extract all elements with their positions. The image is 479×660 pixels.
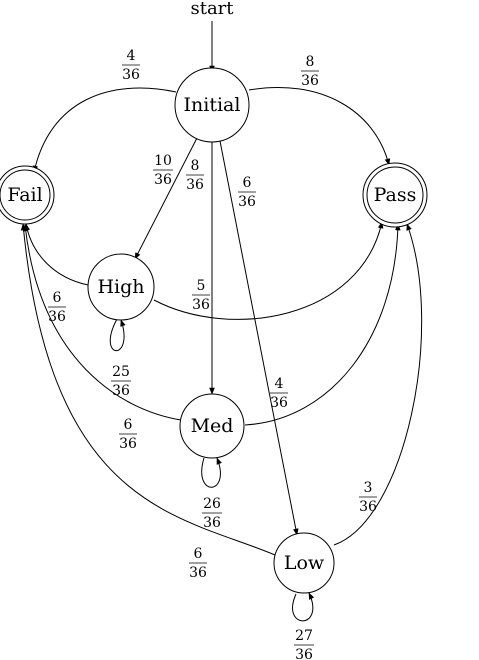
edge-low-pass: [333, 223, 423, 546]
prob-high-loop-den: 36: [112, 383, 130, 399]
edge-initial-pass: [248, 86, 391, 166]
prob-initial-low-den: 36: [238, 194, 256, 210]
start-arrow: start: [190, 0, 234, 73]
node-pass-inner-circle: [366, 166, 424, 224]
prob-med-pass-den: 36: [270, 395, 288, 411]
node-med: Med: [179, 393, 245, 459]
prob-low-loop-den: 36: [295, 647, 313, 660]
prob-low-pass: 3 36: [359, 480, 377, 515]
node-low-circle: [273, 532, 335, 594]
node-med-circle: [179, 393, 245, 459]
node-initial-label: Initial: [184, 94, 241, 116]
node-fail-inner-circle: [0, 169, 51, 221]
prob-low-loop-num: 27: [295, 628, 313, 644]
edges: [20, 86, 423, 622]
prob-initial-pass: 8 36: [301, 54, 319, 89]
edge-high-loop: [109, 318, 126, 352]
prob-initial-low: 6 36: [238, 175, 256, 210]
edge-high-pass: [153, 221, 384, 320]
prob-med-loop: 26 36: [202, 496, 222, 531]
prob-initial-fail-den: 36: [122, 67, 140, 83]
prob-initial-high-den: 36: [154, 172, 172, 188]
node-initial-circle: [174, 67, 250, 143]
prob-initial-high: 10 36: [153, 153, 173, 188]
prob-low-pass-num: 3: [364, 480, 373, 496]
probability-labels: 4 36 8 36 10 36 8 36 6 36 5 36: [48, 48, 377, 660]
node-high-label: High: [97, 276, 144, 298]
prob-initial-low-num: 6: [243, 175, 252, 191]
node-initial: Initial: [174, 67, 250, 143]
prob-high-pass-num: 5: [197, 278, 206, 294]
prob-high-loop: 25 36: [111, 364, 131, 399]
node-fail-label: Fail: [7, 184, 42, 206]
node-high: High: [87, 253, 155, 321]
prob-initial-high-num: 10: [154, 153, 172, 169]
start-label: start: [190, 0, 234, 19]
prob-initial-fail-num: 4: [127, 48, 136, 64]
prob-high-pass: 5 36: [192, 278, 210, 313]
prob-low-pass-den: 36: [359, 499, 377, 515]
prob-med-fail: 6 36: [119, 417, 137, 452]
prob-high-fail-den: 36: [48, 309, 66, 325]
prob-initial-med: 8 36: [186, 158, 204, 193]
prob-high-fail-num: 6: [53, 290, 62, 306]
prob-high-loop-num: 25: [112, 364, 130, 380]
edge-initial-fail: [32, 87, 177, 173]
prob-low-loop: 27 36: [294, 628, 314, 660]
prob-initial-fail: 4 36: [122, 48, 140, 83]
node-fail: Fail: [0, 165, 55, 225]
prob-med-loop-num: 26: [203, 496, 221, 512]
prob-low-fail-den: 36: [189, 565, 207, 581]
edge-med-pass: [244, 223, 401, 426]
prob-med-loop-den: 36: [203, 515, 221, 531]
prob-high-fail: 6 36: [48, 290, 66, 325]
prob-med-fail-num: 6: [124, 417, 133, 433]
edge-med-fail: [22, 224, 182, 421]
edge-low-loop: [292, 592, 315, 622]
prob-initial-pass-den: 36: [301, 73, 319, 89]
prob-initial-med-num: 8: [191, 158, 200, 174]
prob-initial-med-den: 36: [186, 177, 204, 193]
node-low-label: Low: [284, 552, 325, 574]
node-pass: Pass: [362, 162, 428, 228]
edge-med-loop: [201, 457, 222, 488]
node-med-label: Med: [191, 415, 234, 437]
prob-low-fail: 6 36: [189, 546, 207, 581]
prob-initial-pass-num: 8: [306, 54, 315, 70]
prob-med-pass: 4 36: [270, 376, 288, 411]
prob-low-fail-num: 6: [194, 546, 203, 562]
node-low: Low: [273, 532, 335, 594]
edge-high-fail: [24, 223, 89, 286]
edge-initial-low: [219, 140, 299, 536]
edge-low-fail: [20, 223, 276, 556]
node-high-circle: [87, 253, 155, 321]
prob-med-pass-num: 4: [275, 376, 284, 392]
prob-high-pass-den: 36: [192, 297, 210, 313]
edge-initial-high: [134, 135, 199, 260]
prob-med-fail-den: 36: [119, 436, 137, 452]
node-pass-label: Pass: [374, 184, 417, 206]
